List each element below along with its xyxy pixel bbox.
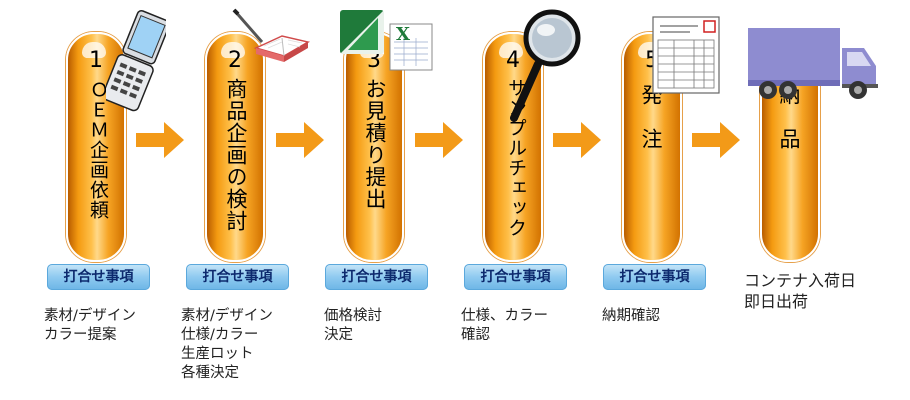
step-5: 5 発 注 打合せ事項 納期確認 <box>600 0 730 400</box>
arrow-right-icon <box>276 122 324 158</box>
mobile-phone-icon <box>106 9 166 112</box>
list-item: 各種決定 <box>181 365 239 381</box>
step-items: 価格検討 決定 <box>324 307 454 345</box>
step-label: お見積り提出 <box>363 78 387 210</box>
meeting-items-badge: 打合せ事項 <box>186 264 289 290</box>
step-label: 商品企画の検討 <box>224 78 248 232</box>
svg-text:X: X <box>396 24 410 45</box>
meeting-items-badge: 打合せ事項 <box>603 264 706 290</box>
delivery-truck-icon <box>748 28 878 99</box>
list-item: 価格検討 <box>324 308 382 324</box>
step-label: 発 注 <box>639 84 663 150</box>
step-number: 1 <box>89 48 103 73</box>
step-items: 素材/デザイン 仕様/カラー 生産ロット 各種決定 <box>181 307 311 383</box>
arrow-right-icon <box>136 122 184 158</box>
meeting-items-badge: 打合せ事項 <box>464 264 567 290</box>
step-items: 納期確認 <box>602 307 732 326</box>
step-pill: 5 発 注 <box>622 32 682 262</box>
list-item: 決定 <box>324 327 353 343</box>
list-item: 確認 <box>461 327 490 343</box>
spreadsheet-icon: X <box>340 10 433 71</box>
step-number: 4 <box>506 48 520 73</box>
list-item: 納期確認 <box>602 308 660 324</box>
step-2: 2 商品企画の検討 打合せ事項 素材/デザイン 仕様/カラー 生産ロット 各種決… <box>181 0 313 400</box>
arrow-right-icon <box>415 122 463 158</box>
step-items: コンテナ入荷日 即日出荷 <box>744 270 856 312</box>
list-item: 素材/デザイン <box>44 308 136 324</box>
list-item: カラー提案 <box>44 327 117 343</box>
list-item: 即日出荷 <box>744 292 809 311</box>
arrow-right-icon <box>692 122 740 158</box>
step-pill: 2 商品企画の検討 <box>205 32 265 262</box>
arrow-right-icon <box>553 122 601 158</box>
notebook-pen-icon <box>232 8 311 62</box>
step-items: 素材/デザイン カラー提案 <box>44 307 174 345</box>
step-number: 2 <box>228 48 242 73</box>
list-item: 仕様、カラー <box>461 308 548 324</box>
step-items: 仕様、カラー 確認 <box>461 307 591 345</box>
step-label: ＯＥＭ企画依頼 <box>87 80 109 220</box>
list-item: 仕様/カラー <box>181 327 259 343</box>
meeting-items-badge: 打合せ事項 <box>47 264 150 290</box>
meeting-items-badge: 打合せ事項 <box>325 264 428 290</box>
magnifier-icon <box>510 9 581 122</box>
order-form-icon <box>652 16 720 94</box>
list-item: 素材/デザイン <box>181 308 273 324</box>
step-number: 3 <box>367 48 381 73</box>
list-item: 生産ロット <box>181 346 254 362</box>
list-item: コンテナ入荷日 <box>744 271 857 290</box>
